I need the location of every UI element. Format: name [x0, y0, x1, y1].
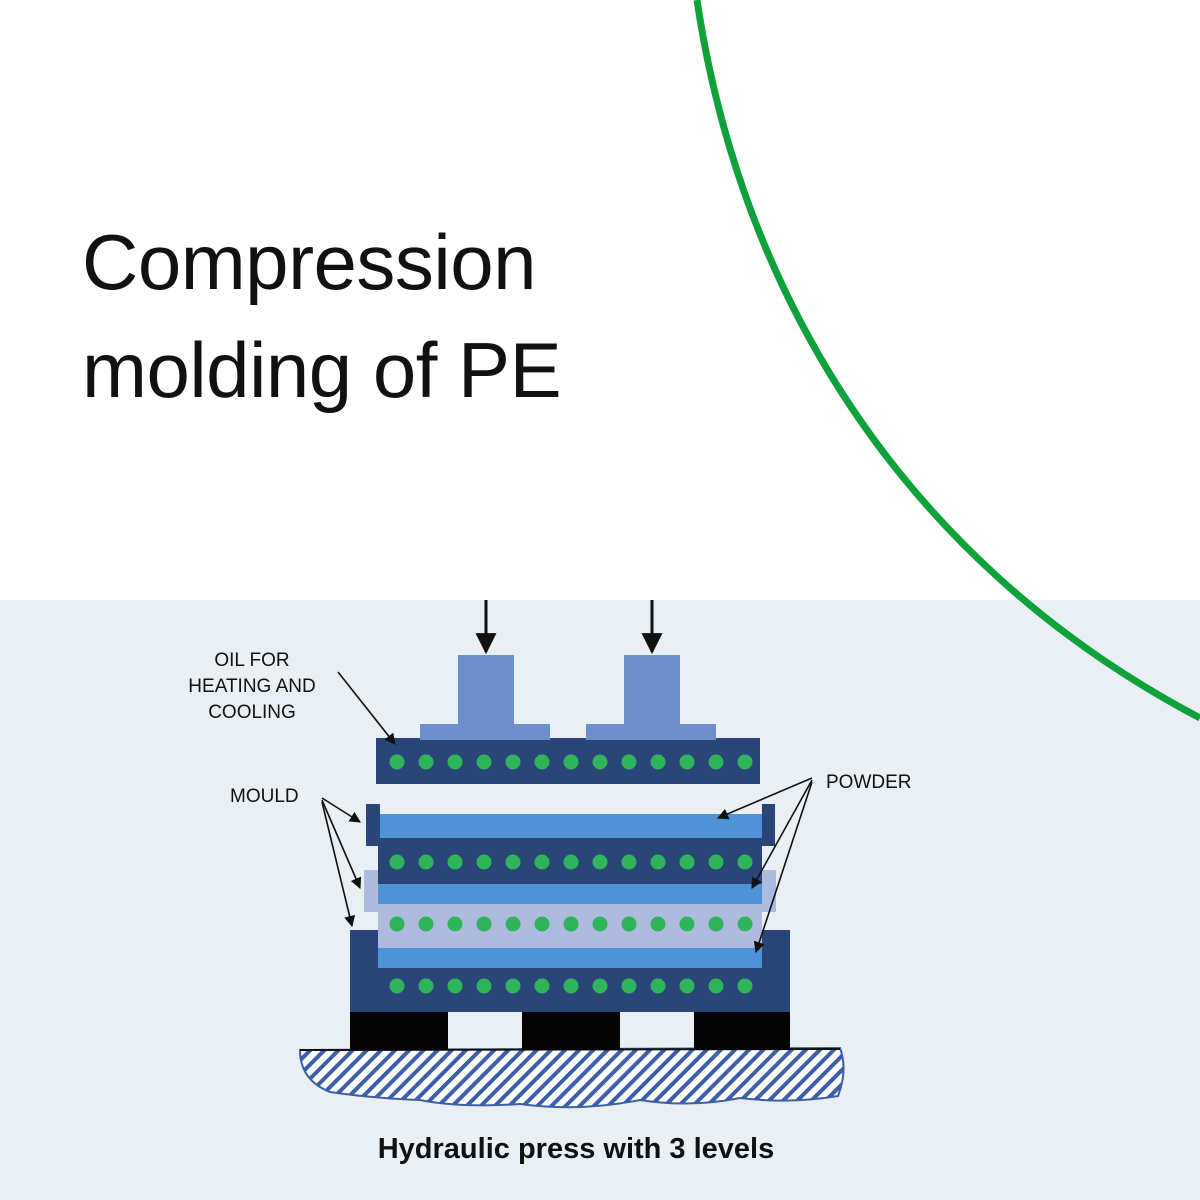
oil-channel-dot: [476, 854, 492, 870]
oil-channel-dot: [418, 754, 434, 770]
oil-channel-dot: [592, 978, 608, 994]
label-powder: POWDER: [826, 772, 912, 793]
oil-channel-dot: [505, 916, 521, 932]
ram-base-left: [420, 724, 550, 740]
bottom-mould-wall-left: [350, 930, 378, 970]
ram-column-right: [624, 655, 680, 727]
support-foot-left: [350, 1010, 448, 1050]
powder-layer-lower: [378, 948, 762, 968]
decorative-green-arc: [693, 0, 1200, 722]
label-mould: MOULD: [230, 786, 299, 807]
oil-channel-dot: [563, 916, 579, 932]
oil-channel-dot: [592, 916, 608, 932]
leader-mould-upper: [321, 797, 361, 823]
oil-channel-dot: [563, 978, 579, 994]
powder-layer-middle: [378, 884, 762, 904]
ram-base-right: [586, 724, 716, 740]
oil-channels-second: [389, 854, 753, 870]
oil-channel-dot: [737, 978, 753, 994]
oil-channel-dot: [505, 978, 521, 994]
oil-channel-dot: [737, 916, 753, 932]
oil-channel-dot: [389, 916, 405, 932]
oil-channel-dot: [418, 978, 434, 994]
ground-foundation: [298, 1046, 845, 1109]
oil-channel-dot: [650, 916, 666, 932]
diagram-caption: Hydraulic press with 3 levels: [378, 1133, 775, 1165]
page-title-line1: Compression: [82, 218, 537, 306]
ram-column-left: [458, 655, 514, 727]
oil-channel-dot: [476, 978, 492, 994]
leader-mould-lower: [321, 801, 356, 928]
oil-channel-dot: [679, 854, 695, 870]
oil-channel-dot: [708, 916, 724, 932]
oil-channel-dot: [505, 854, 521, 870]
oil-channel-dot: [592, 754, 608, 770]
leader-powder-middle: [751, 779, 813, 889]
oil-channel-dot: [650, 754, 666, 770]
oil-channel-dot: [708, 754, 724, 770]
oil-channel-dot: [389, 754, 405, 770]
oil-channel-dot: [476, 916, 492, 932]
label-oil-line1: OIL FOR: [214, 650, 289, 671]
oil-channel-dot: [621, 916, 637, 932]
oil-channel-dot: [592, 854, 608, 870]
oil-channel-dot: [534, 978, 550, 994]
oil-channel-dot: [447, 916, 463, 932]
oil-channel-dot: [563, 754, 579, 770]
oil-channel-dot: [679, 978, 695, 994]
oil-channel-dot: [708, 978, 724, 994]
page-title-line2: molding of PE: [82, 326, 562, 414]
page-title: Compression molding of PE: [82, 208, 562, 424]
oil-channel-dot: [737, 754, 753, 770]
leader-powder-lower: [753, 781, 813, 954]
leader-powder-upper: [716, 777, 813, 820]
oil-channels-middle: [389, 916, 753, 932]
oil-channel-dot: [650, 854, 666, 870]
oil-channel-dot: [621, 978, 637, 994]
oil-channel-dot: [418, 916, 434, 932]
oil-channels-top: [389, 754, 753, 770]
oil-channel-dot: [621, 754, 637, 770]
oil-channel-dot: [534, 854, 550, 870]
support-foot-middle: [522, 1010, 620, 1050]
leader-oil: [337, 671, 396, 745]
oil-channel-dot: [447, 978, 463, 994]
oil-channel-dot: [447, 854, 463, 870]
middle-mould-wall-left: [364, 870, 380, 912]
middle-mould-wall-right: [762, 870, 776, 912]
oil-channel-dot: [650, 978, 666, 994]
oil-channel-dot: [534, 754, 550, 770]
support-foot-right: [694, 1010, 790, 1050]
oil-channel-dot: [708, 854, 724, 870]
upper-mould-wall-left: [366, 804, 380, 846]
oil-channel-dot: [563, 854, 579, 870]
oil-channel-dot: [679, 754, 695, 770]
oil-channel-dot: [679, 916, 695, 932]
powder-layer-upper: [380, 814, 762, 840]
bottom-mould-wall-right: [762, 930, 790, 970]
label-oil-line3: COOLING: [208, 702, 296, 723]
oil-channel-dot: [418, 854, 434, 870]
oil-channel-dot: [505, 754, 521, 770]
label-oil-line2: HEATING AND: [188, 676, 315, 697]
leader-mould-middle: [321, 799, 362, 890]
upper-mould-wall-right: [762, 804, 775, 846]
oil-channel-dot: [621, 854, 637, 870]
oil-channel-dot: [389, 854, 405, 870]
oil-channel-dot: [534, 916, 550, 932]
oil-channels-bottom: [389, 978, 753, 994]
oil-channel-dot: [447, 754, 463, 770]
oil-channel-dot: [476, 754, 492, 770]
oil-channel-dot: [737, 854, 753, 870]
oil-channel-dot: [389, 978, 405, 994]
